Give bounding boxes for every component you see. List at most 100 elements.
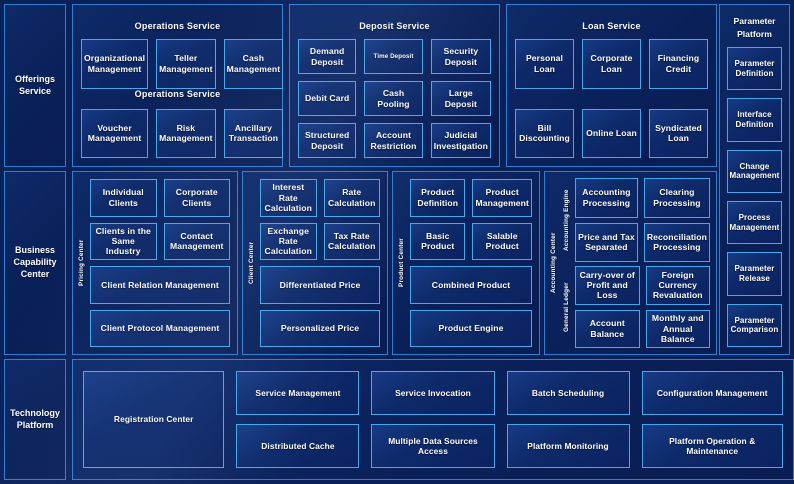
group-accounting-center[interactable]: Accounting Center Accounting Engine Acco… [544,171,717,355]
item-clients-in-the-same-industry[interactable]: Clients in the Same Industry [90,222,157,260]
item-personal-loan[interactable]: Personal Loan [515,39,574,89]
item-contact-management[interactable]: Contact Management [163,222,230,260]
item-parameter-definition[interactable]: Parameter Definition [727,47,782,91]
item-differentiated-price[interactable]: Differentiated Price [260,266,380,304]
item-parameter-comparison[interactable]: Parameter Comparison [727,303,782,347]
group-product-center-items: Product Definition Product Management Ba… [410,179,532,347]
item-configuration-management[interactable]: Configuration Management [641,371,783,415]
item-cash-pooling[interactable]: Cash Pooling [364,81,423,116]
sidebar-technology-platform[interactable]: Technology Platform [4,359,66,480]
subgroup-general-ledger: General Ledger Carry-over of Profit and … [561,266,710,348]
item-product-definition[interactable]: Product Definition [410,179,466,217]
item-accounting-processing[interactable]: Accounting Processing [575,178,638,218]
subgroup-general-ledger-items: Carry-over of Profit and Loss Foreign Cu… [575,266,710,348]
group-deposit-service-items: Demand Deposit Time Deposit Security Dep… [298,39,491,158]
sidebar-technology-platform-label: Technology Platform [10,407,60,430]
item-client-protocol-management[interactable]: Client Protocol Management [90,309,230,347]
parameter-platform-items: Parameter Definition Interface Definitio… [727,47,782,347]
group-technology-platform[interactable]: Registration Center Service Management S… [72,359,794,480]
item-corporate-loan[interactable]: Corporate Loan [582,39,641,89]
item-large-deposit[interactable]: Large Deposit [430,81,491,116]
item-cash-management[interactable]: Cash Management [223,39,284,89]
item-account-restriction[interactable]: Account Restriction [364,123,423,158]
group-client-center-items: Interest Rate Calculation Rate Calculati… [260,179,380,347]
group-operations-service[interactable]: Operations Service Operations Service Or… [72,4,284,167]
group-parameter-platform-title: Parameter Platform [733,16,776,39]
group-loan-service-items: Personal Loan Corporate Loan Financing C… [515,39,708,158]
technology-platform-row: Technology Platform Registration Center … [4,359,794,480]
item-bill-discounting[interactable]: Bill Discounting [515,108,574,158]
item-tax-rate-calculation[interactable]: Tax Rate Calculation [323,222,380,260]
item-process-management[interactable]: Process Management [727,200,782,245]
item-risk-management[interactable]: Risk Management [156,108,216,158]
item-online-loan[interactable]: Online Loan [582,108,641,158]
item-structured-deposit[interactable]: Structured Deposit [298,123,357,158]
item-syndicated-loan[interactable]: Syndicated Loan [649,108,708,158]
item-interface-definition[interactable]: Interface Definition [727,98,782,142]
item-exchange-rate-calculation[interactable]: Exchange Rate Calculation [260,222,317,260]
subgroup-accounting-engine-items: Accounting Processing Clearing Processin… [575,178,710,262]
group-pricing-center-label: Pricing Center [78,239,85,287]
item-combined-product[interactable]: Combined Product [410,266,532,304]
item-platform-operation-maintenance[interactable]: Platform Operation & Maintenance [641,424,783,468]
item-parameter-release[interactable]: Parameter Release [727,252,782,296]
item-individual-clients[interactable]: Individual Clients [90,179,157,217]
item-change-management[interactable]: Change Management [727,149,782,193]
item-ancillary-transaction[interactable]: Ancillary Transaction [223,108,284,158]
item-multiple-data-sources-access[interactable]: Multiple Data Sources Access [371,424,495,468]
subgroup-accounting-engine-label: Accounting Engine [563,189,570,251]
group-client-center[interactable]: Client Center Interest Rate Calculation … [242,171,388,355]
item-account-balance[interactable]: Account Balance [575,309,640,348]
item-monthly-and-annual-balance[interactable]: Monthly and Annual Balance [645,309,710,348]
item-financing-credit[interactable]: Financing Credit [649,39,708,89]
item-service-invocation[interactable]: Service Invocation [371,371,495,415]
item-product-engine[interactable]: Product Engine [410,309,532,347]
item-salable-product[interactable]: Salable Product [472,222,532,260]
sidebar-business-capability-center[interactable]: Business Capability Center [4,171,66,355]
item-security-deposit[interactable]: Security Deposit [430,39,491,74]
item-client-relation-management[interactable]: Client Relation Management [90,266,230,304]
group-parameter-platform[interactable]: Parameter Platform Parameter Definition … [719,4,790,355]
group-product-center[interactable]: Product Center Product Definition Produc… [392,171,540,355]
item-distributed-cache[interactable]: Distributed Cache [236,424,360,468]
group-operations-service-items: Organizational Management Teller Managem… [81,39,284,158]
item-debit-card[interactable]: Debit Card [298,81,357,116]
sidebar-offerings-service[interactable]: Offerings Service [4,4,66,167]
item-product-management[interactable]: Product Management [472,179,532,217]
group-operations-service-title: Operations Service [134,21,221,31]
group-deposit-service[interactable]: Deposit Service Demand Deposit Time Depo… [289,4,500,167]
item-rate-calculation[interactable]: Rate Calculation [323,179,380,217]
offerings-service-row: Offerings Service Operations Service Ope… [4,4,790,167]
item-personalized-price[interactable]: Personalized Price [260,309,380,347]
sidebar-business-capability-center-label: Business Capability Center [13,245,57,279]
item-service-management[interactable]: Service Management [236,371,360,415]
sidebar-offerings-service-label: Offerings Service [14,73,55,96]
group-loan-service-title: Loan Service [582,21,641,31]
business-capability-center-row: Business Capability Center Pricing Cente… [4,171,790,355]
item-corporate-clients[interactable]: Corporate Clients [163,179,230,217]
item-reconciliation-processing[interactable]: Reconciliation Processing [643,222,710,262]
subgroup-accounting-engine: Accounting Engine Accounting Processing … [561,178,710,262]
item-foreign-currency-revaluation[interactable]: Foreign Currency Revaluation [645,266,710,305]
group-product-center-label: Product Center [398,238,405,288]
item-basic-product[interactable]: Basic Product [410,222,466,260]
group-loan-service[interactable]: Loan Service Personal Loan Corporate Loa… [506,4,717,167]
item-interest-rate-calculation[interactable]: Interest Rate Calculation [260,179,317,217]
item-clearing-processing[interactable]: Clearing Processing [643,178,710,218]
item-carry-over-of-profit-and-loss[interactable]: Carry-over of Profit and Loss [575,266,640,305]
item-voucher-management[interactable]: Voucher Management [81,108,149,158]
group-pricing-center-items: Individual Clients Corporate Clients Cli… [90,179,230,347]
group-accounting-center-label: Accounting Center [550,232,557,294]
item-time-deposit[interactable]: Time Deposit [364,39,423,74]
item-price-and-tax-separated[interactable]: Price and Tax Separated [575,222,638,262]
item-registration-center[interactable]: Registration Center [83,371,225,468]
group-client-center-label: Client Center [248,241,255,285]
item-teller-management[interactable]: Teller Management [156,39,216,89]
item-platform-monitoring[interactable]: Platform Monitoring [506,424,630,468]
item-organizational-management[interactable]: Organizational Management [81,39,149,89]
group-operations-service-title-duplicate: Operations Service [134,89,221,99]
item-batch-scheduling[interactable]: Batch Scheduling [506,371,630,415]
group-pricing-center[interactable]: Pricing Center Individual Clients Corpor… [72,171,238,355]
item-judicial-investigation[interactable]: Judicial Investigation [430,123,491,158]
item-demand-deposit[interactable]: Demand Deposit [298,39,357,74]
